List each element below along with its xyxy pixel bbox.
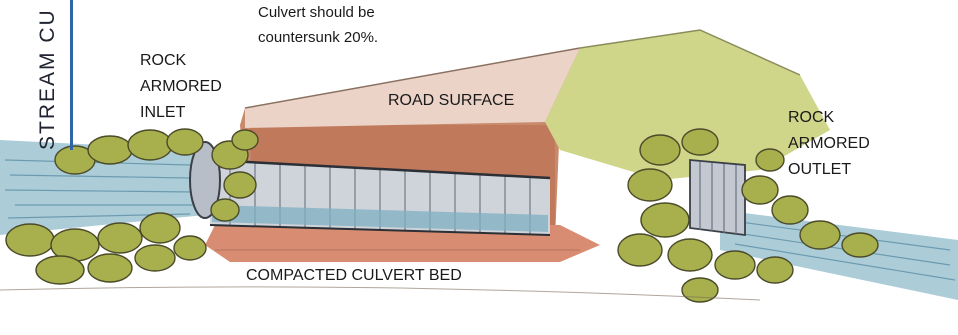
- culvert-bed-label: COMPACTED CULVERT BED: [246, 265, 462, 287]
- accent-strip: [70, 0, 73, 150]
- side-title: STREAM CU: [36, 8, 60, 150]
- note-line-2: countersunk 20%.: [258, 27, 378, 48]
- outlet-label-1: ROCK: [788, 107, 834, 129]
- grass-hill: [545, 30, 830, 180]
- road-surface-label: ROAD SURFACE: [388, 90, 514, 112]
- inlet-label-1: ROCK: [140, 50, 186, 72]
- road-surface: [245, 48, 580, 128]
- outlet-label-2: ARMORED: [788, 133, 870, 155]
- inlet-label-3: INLET: [140, 102, 185, 124]
- ground-line: [0, 287, 760, 300]
- inlet-label-2: ARMORED: [140, 76, 222, 98]
- outlet-label-3: OUTLET: [788, 159, 851, 181]
- note-line-1: Culvert should be: [258, 2, 375, 23]
- outlet-pipe-mouth: [690, 160, 745, 235]
